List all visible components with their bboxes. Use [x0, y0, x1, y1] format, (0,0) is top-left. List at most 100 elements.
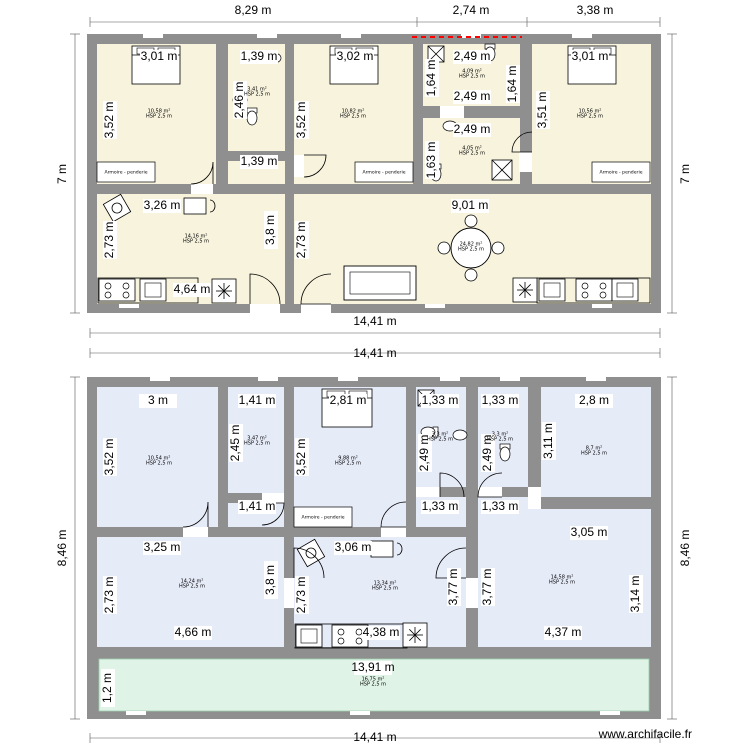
- room-area: 4,09 m²: [462, 69, 482, 75]
- measure-label: 2,73 m: [294, 577, 308, 614]
- label-background: [536, 91, 550, 129]
- dimension-label: 2,74 m: [453, 3, 490, 17]
- window: [350, 711, 370, 715]
- window: [143, 34, 163, 38]
- door-opening: [250, 304, 280, 313]
- room-area: 10,58 m²: [148, 109, 171, 115]
- measure-label: 9,01 m: [452, 198, 489, 212]
- desk-icon: [183, 197, 207, 215]
- measure-label: 1,33 m: [482, 499, 519, 513]
- room-height: HSP 2,5 m: [335, 461, 361, 467]
- room-height: HSP 2,5 m: [360, 682, 386, 688]
- dimension-label: 8,46 m: [55, 530, 69, 567]
- burner: [337, 628, 345, 636]
- dimension-label: 14,41 m: [353, 730, 396, 744]
- room-height: HSP 2,5 m: [487, 437, 513, 443]
- window: [586, 377, 606, 381]
- burner: [599, 282, 607, 290]
- room: [97, 387, 218, 527]
- label-background: [295, 576, 309, 614]
- measure-label: 1,39 m: [241, 49, 278, 63]
- room-area: 10,54 m²: [148, 456, 171, 462]
- door-swing: [249, 273, 281, 305]
- room-area: 3,47 m²: [247, 436, 267, 442]
- door-opening: [466, 578, 478, 608]
- room-area: 14,24 m²: [181, 579, 204, 585]
- window: [500, 377, 520, 381]
- measure-label: 13,91 m: [351, 660, 394, 674]
- door-opening: [519, 152, 532, 172]
- room-height: HSP 2,5 m: [244, 92, 270, 98]
- door-swing: [435, 547, 467, 579]
- measure-label: 1,63 m: [424, 142, 438, 179]
- label-background: [354, 661, 392, 675]
- label-background: [264, 561, 278, 599]
- door-opening: [284, 578, 294, 608]
- rooms-layer: [87, 34, 661, 719]
- door-swing: [182, 501, 209, 528]
- measure-label: 2,49 m: [454, 49, 491, 63]
- room-area: 24,82 m²: [460, 242, 483, 248]
- window: [572, 34, 592, 38]
- room-height: HSP 2,5 m: [146, 461, 172, 467]
- door-opening: [262, 493, 284, 503]
- door-opening: [440, 106, 464, 118]
- door-swing: [190, 161, 214, 185]
- room-height: HSP 2,5 m: [427, 437, 453, 443]
- dimension-label: 8,46 m: [678, 530, 692, 567]
- armoire-icon: [96, 161, 156, 183]
- label-background: [481, 500, 519, 514]
- measure-label: 2,49 m: [454, 89, 491, 103]
- window: [341, 34, 361, 38]
- window: [440, 377, 460, 381]
- measure-label: 2,49 m: [417, 435, 431, 472]
- label-background: [453, 90, 491, 104]
- label-background: [229, 424, 243, 462]
- label-background: [295, 101, 309, 139]
- measure-label: 3,8 m: [263, 215, 277, 245]
- dining-chair: [491, 241, 505, 255]
- label-background: [103, 221, 117, 259]
- label-background: [446, 4, 496, 18]
- measure-label: 1,41 m: [239, 499, 276, 513]
- shower-line: [491, 159, 513, 181]
- vent-blade: [519, 284, 531, 296]
- door-opening: [381, 527, 406, 537]
- room-area: 10,56 m²: [579, 109, 602, 115]
- label-background: [295, 438, 309, 476]
- door-opening: [528, 487, 541, 509]
- label-background: [481, 394, 519, 408]
- label-background: [174, 626, 212, 640]
- dining-chair: [437, 241, 451, 255]
- measure-label: 3,52 m: [294, 439, 308, 476]
- footer-watermark: www.archifacile.fr: [598, 727, 692, 741]
- door-swing: [380, 501, 407, 528]
- label-background: [226, 4, 280, 18]
- label-background: [453, 50, 491, 64]
- label-background: [173, 283, 211, 297]
- label-background: [238, 500, 276, 514]
- washbasin-icon: [452, 429, 468, 441]
- dining-table: [450, 227, 492, 269]
- room-area: 16,75 m²: [362, 677, 385, 683]
- room-area: 14,58 m²: [551, 575, 574, 581]
- window: [258, 377, 278, 381]
- dimension-label: 8,29 m: [235, 3, 272, 17]
- armoire-label: Armoire - penderie: [104, 170, 147, 176]
- window: [425, 304, 445, 308]
- label-background: [334, 541, 372, 555]
- label-background: [575, 394, 613, 408]
- door-opening: [183, 527, 208, 537]
- measure-label: 3,77 m: [446, 569, 460, 606]
- measure-label: 1,39 m: [241, 154, 278, 168]
- sink-basin: [543, 282, 561, 298]
- label-background: [240, 50, 278, 64]
- burner: [337, 637, 345, 645]
- measure-label: 2,73 m: [294, 222, 308, 259]
- label-background: [240, 155, 278, 169]
- room-height: HSP 2,5 m: [244, 441, 270, 447]
- vent-blade: [409, 629, 421, 641]
- burner: [355, 637, 363, 645]
- burner: [122, 291, 130, 299]
